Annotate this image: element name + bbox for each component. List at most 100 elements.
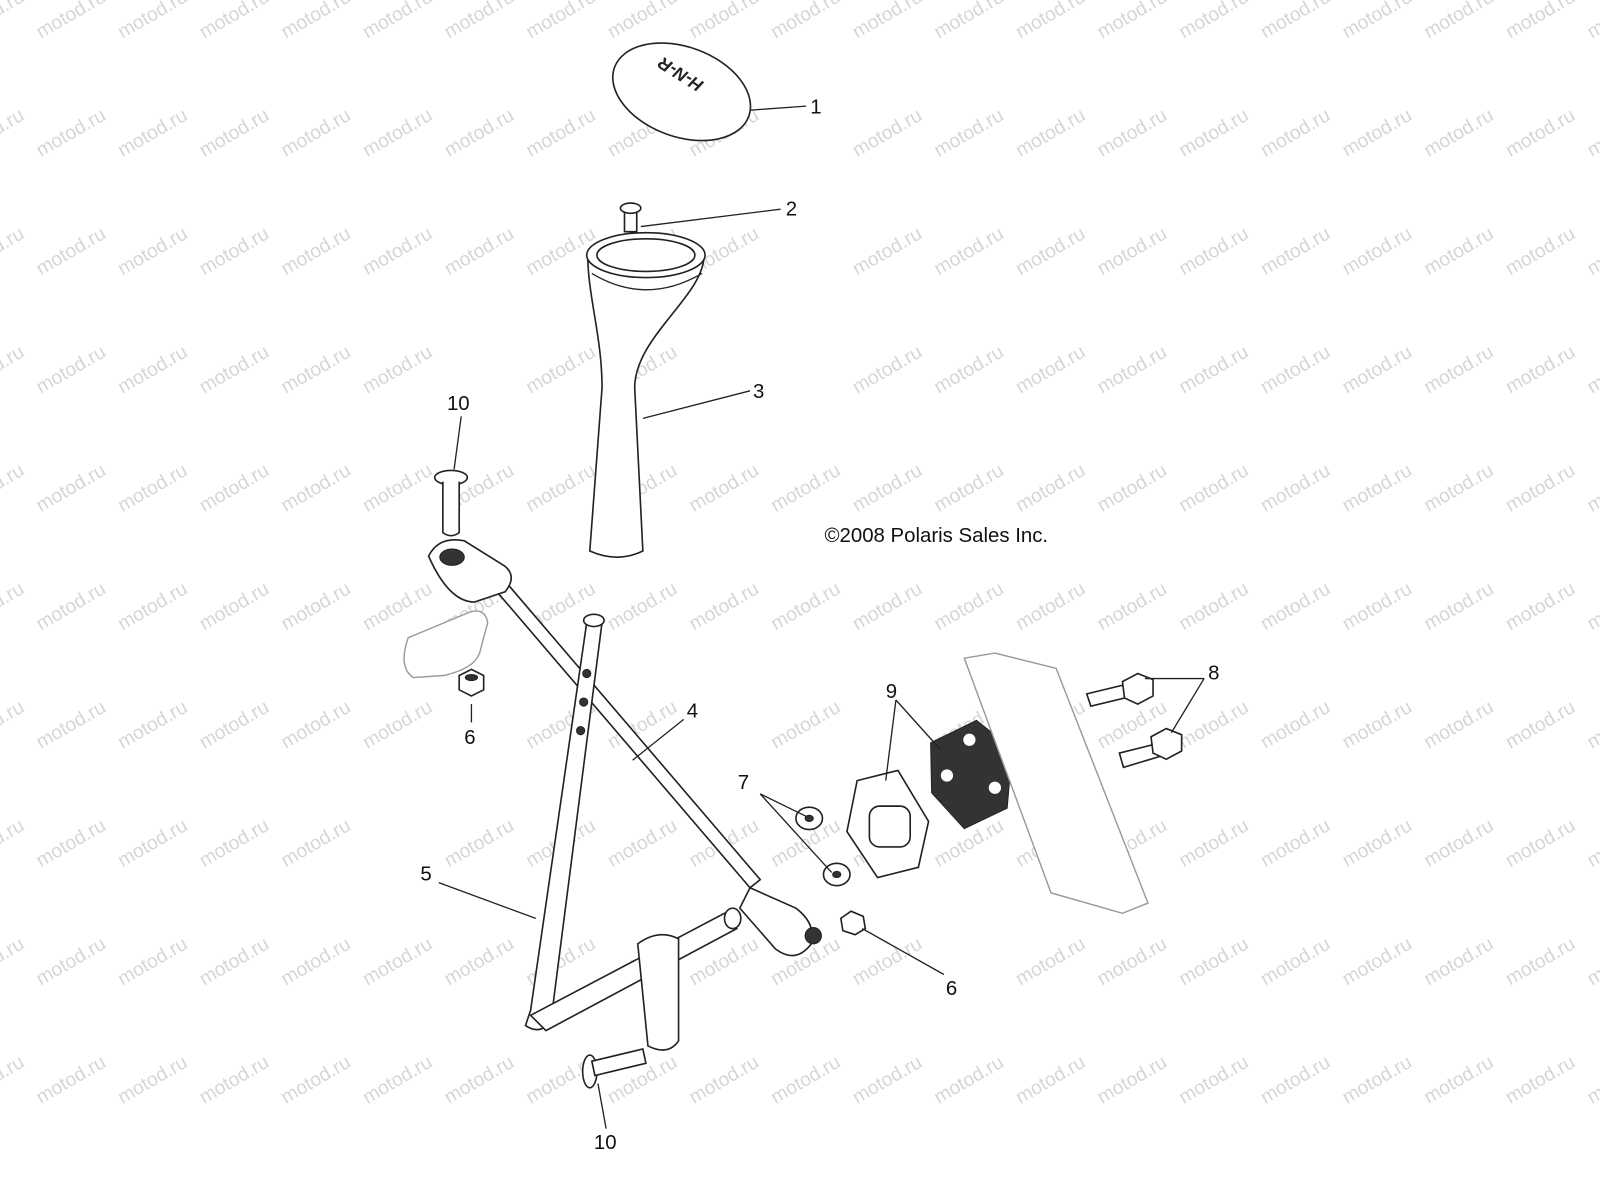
part-8-bolts [1085,672,1183,769]
watermark-text: motod.ru [1338,933,1415,990]
watermark-text: motod.ru [849,933,926,990]
watermark-text: motod.ru [0,341,28,398]
watermark-text: motod.ru [1338,341,1415,398]
watermark-text: motod.ru [32,341,109,398]
watermark-text: motod.ru [1583,341,1600,398]
watermark-text: motod.ru [1338,696,1415,753]
watermark-text: motod.ru [1094,0,1171,43]
watermark-text: motod.ru [849,459,926,516]
watermark-text: motod.ru [114,0,191,43]
watermark-text: motod.ru [1420,104,1497,161]
watermark-text: motod.ru [114,1051,191,1108]
watermark-text: motod.ru [767,1051,844,1108]
watermark-text: motod.ru [1257,341,1334,398]
watermark-text: motod.ru [0,0,28,43]
watermark-text: motod.ru [685,459,762,516]
watermark-text: motod.ru [1175,0,1252,43]
watermark-text: motod.ru [1502,933,1579,990]
watermark-text: motod.ru [1502,341,1579,398]
watermark-text: motod.ru [277,223,354,280]
watermark-text: motod.ru [930,459,1007,516]
part-6-nut-top [458,668,485,697]
watermark-text: motod.ru [359,933,436,990]
watermark-text: motod.ru [359,696,436,753]
watermark-text: motod.ru [1502,1051,1579,1108]
watermark-text: motod.ru [359,223,436,280]
watermark-text: motod.ru [1420,0,1497,43]
callout-3: 3 [753,381,764,403]
watermark-text: motod.ru [1012,1051,1089,1108]
watermark-text: motod.ru [114,341,191,398]
watermark-text: motod.ru [1583,223,1600,280]
watermark-text: motod.ru [277,0,354,43]
watermark-text: motod.ru [32,223,109,280]
watermark-text: motod.ru [930,1051,1007,1108]
watermark-text: motod.ru [849,341,926,398]
watermark-text: motod.ru [32,0,109,43]
watermark-text: motod.ru [196,814,273,871]
part-6-nut-bottom [839,910,867,936]
part-5-shift-lever [524,613,742,1051]
watermark-text: motod.ru [1502,814,1579,871]
watermark-text: motod.ru [522,104,599,161]
watermark-text: motod.ru [277,578,354,635]
part-9-mount [846,719,1013,879]
watermark-text: motod.ru [1502,0,1579,43]
callout-6-bottom: 6 [946,978,957,1000]
watermark-text: motod.ru [1012,223,1089,280]
watermark-text: motod.ru [359,1051,436,1108]
watermark-text: motod.ru [1583,0,1600,43]
watermark-text: motod.ru [196,933,273,990]
watermark-text: motod.ru [1175,459,1252,516]
callout-2: 2 [786,198,797,220]
watermark-text: motod.ru [0,104,28,161]
watermark-text: motod.ru [277,933,354,990]
watermark-text: motod.ru [0,814,28,871]
watermark-text: motod.ru [685,0,762,43]
watermark-text: motod.ru [1012,933,1089,990]
watermark-text: motod.ru [604,578,681,635]
watermark-text: motod.ru [359,578,436,635]
watermark-text: motod.ru [1175,104,1252,161]
watermark-text: motod.ru [114,578,191,635]
watermark-text: motod.ru [1257,814,1334,871]
watermark-text: motod.ru [1094,341,1171,398]
watermark-text: motod.ru [685,1051,762,1108]
watermark-text: motod.ru [277,104,354,161]
watermark-text: motod.ru [0,578,28,635]
watermark-text: motod.ru [359,459,436,516]
watermark-text: motod.ru [1420,223,1497,280]
copyright-notice: ©2008 Polaris Sales Inc. [824,525,1048,547]
watermark-text: motod.ru [1502,578,1579,635]
callout-8: 8 [1208,663,1219,685]
watermark-text: motod.ru [440,814,517,871]
watermark-text: motod.ru [1583,933,1600,990]
watermark-text: motod.ru [1338,459,1415,516]
watermark-text: motod.ru [277,814,354,871]
frame-bracket [963,652,1149,915]
watermark-text: motod.ru [196,1051,273,1108]
watermark-text: motod.ru [1257,0,1334,43]
watermark-text: motod.ru [1094,933,1171,990]
watermark-text: motod.ru [196,0,273,43]
watermark-text: motod.ru [1012,578,1089,635]
watermark-text: motod.ru [849,223,926,280]
part-10-pin-top [433,469,469,537]
watermark-text: motod.ru [440,933,517,990]
part-3-shift-knob [585,231,706,558]
callout-5: 5 [420,864,431,886]
watermark-text: motod.ru [930,104,1007,161]
watermark-text: motod.ru [1094,1051,1171,1108]
watermark-text: motod.ru [1094,578,1171,635]
callout-10-bottom: 10 [594,1132,617,1154]
watermark-text: motod.ru [1012,341,1089,398]
watermark-text: motod.ru [440,1051,517,1108]
watermark-text: motod.ru [1094,223,1171,280]
watermark-text: motod.ru [0,696,28,753]
watermark-text: motod.ru [1338,104,1415,161]
watermark-text: motod.ru [604,0,681,43]
watermark-text: motod.ru [1502,223,1579,280]
watermark-text: motod.ru [767,578,844,635]
callout-4: 4 [687,700,698,722]
